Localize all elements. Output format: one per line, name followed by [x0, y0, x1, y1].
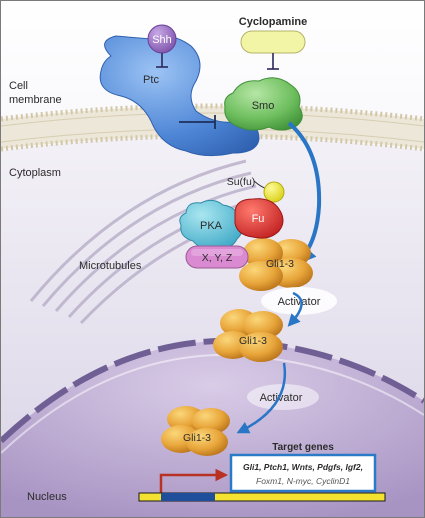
pka-protein — [179, 199, 243, 249]
gli-complex-cytoplasm — [239, 238, 313, 291]
dna-strand — [138, 492, 386, 502]
cyclopamine-drug — [240, 30, 306, 70]
smo-to-gli-arrow — [287, 121, 322, 265]
xyz-proteins — [185, 245, 249, 269]
fu-protein — [234, 198, 284, 239]
shh-label: Shh — [152, 34, 172, 46]
activator-2-label: Activator — [260, 392, 303, 404]
activator-2-arrow — [236, 362, 287, 434]
shh-ligand — [147, 24, 177, 68]
ptc-label: Ptc — [143, 74, 159, 86]
activator-1-bubble — [261, 287, 337, 315]
smo-label: Smo — [252, 100, 275, 112]
gli-nuclear-label: Gli1-3 — [183, 432, 211, 444]
xyz-label: X, Y, Z — [202, 252, 233, 264]
target-genes-title: Target genes — [272, 442, 334, 453]
cyclopamine-label: Cyclopamine — [239, 16, 307, 28]
gli-complex-label: Gli1-3 — [266, 258, 294, 270]
activator-1-arrow — [287, 291, 303, 327]
smo-receptor — [179, 77, 303, 131]
nucleus-label: Nucleus — [27, 491, 67, 503]
activator-2-bubble — [247, 384, 319, 410]
activator-1-label: Activator — [278, 296, 321, 308]
sufu-protein — [253, 180, 285, 203]
sufu-label: Su(fu) — [227, 176, 256, 188]
pka-label: PKA — [200, 220, 223, 232]
target-genes-line1: Gli1, Ptch1, Wnts, Pdgfs, Igf2, — [243, 462, 363, 472]
target-genes-line2: Foxm1, N-myc, CyclinD1 — [256, 476, 350, 486]
gli-mid-label: Gli1-3 — [239, 335, 267, 347]
promoter-arrow — [159, 468, 228, 494]
cytoplasm-label: Cytoplasm — [9, 167, 61, 179]
gli-nuclear-cluster — [161, 406, 230, 456]
fu-label: Fu — [252, 213, 265, 225]
microtubules-label: Microtubules — [79, 260, 142, 272]
cell-membrane-label: Cell membrane — [9, 80, 62, 106]
ptc-receptor — [99, 35, 260, 157]
gli-mid-cluster — [213, 309, 283, 362]
target-genes-box — [229, 453, 377, 493]
